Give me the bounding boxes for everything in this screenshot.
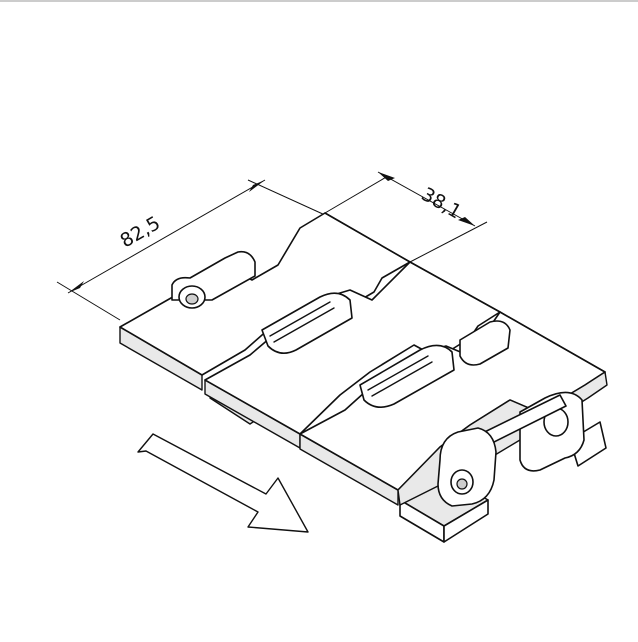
direction-arrow-icon (137, 433, 309, 533)
extension-line-right (247, 179, 326, 216)
seam-3 (499, 311, 606, 373)
end-link-left-hole-inner (456, 478, 468, 490)
dimension-line-pitch (377, 171, 476, 227)
foot-4 (569, 421, 607, 467)
pin-hole-1-inner (185, 293, 199, 305)
dimension-width-label: 82,5 (117, 212, 165, 252)
extension-line-pitch-a (324, 175, 389, 214)
seam-2 (409, 261, 501, 313)
hinge-cradle-3b (459, 320, 511, 366)
dimension-pitch-label: 38,1 (418, 183, 466, 223)
rod-3a-edge (371, 361, 433, 397)
extension-line-pitch-b (409, 221, 488, 263)
rod-2a (269, 301, 331, 337)
seam-1 (324, 212, 411, 263)
rod-3a (367, 355, 429, 391)
end-link-left (437, 427, 497, 507)
extension-line-left (56, 281, 121, 321)
arrow-left (68, 281, 84, 293)
dimension-line-width (67, 179, 266, 294)
arrow-right (249, 180, 265, 192)
arrow-pitch-b (458, 217, 475, 226)
foot-3-front (443, 499, 489, 543)
arrow-pitch-a (378, 172, 395, 181)
rod-2a-edge (273, 307, 335, 343)
chain-assembly (119, 212, 608, 543)
